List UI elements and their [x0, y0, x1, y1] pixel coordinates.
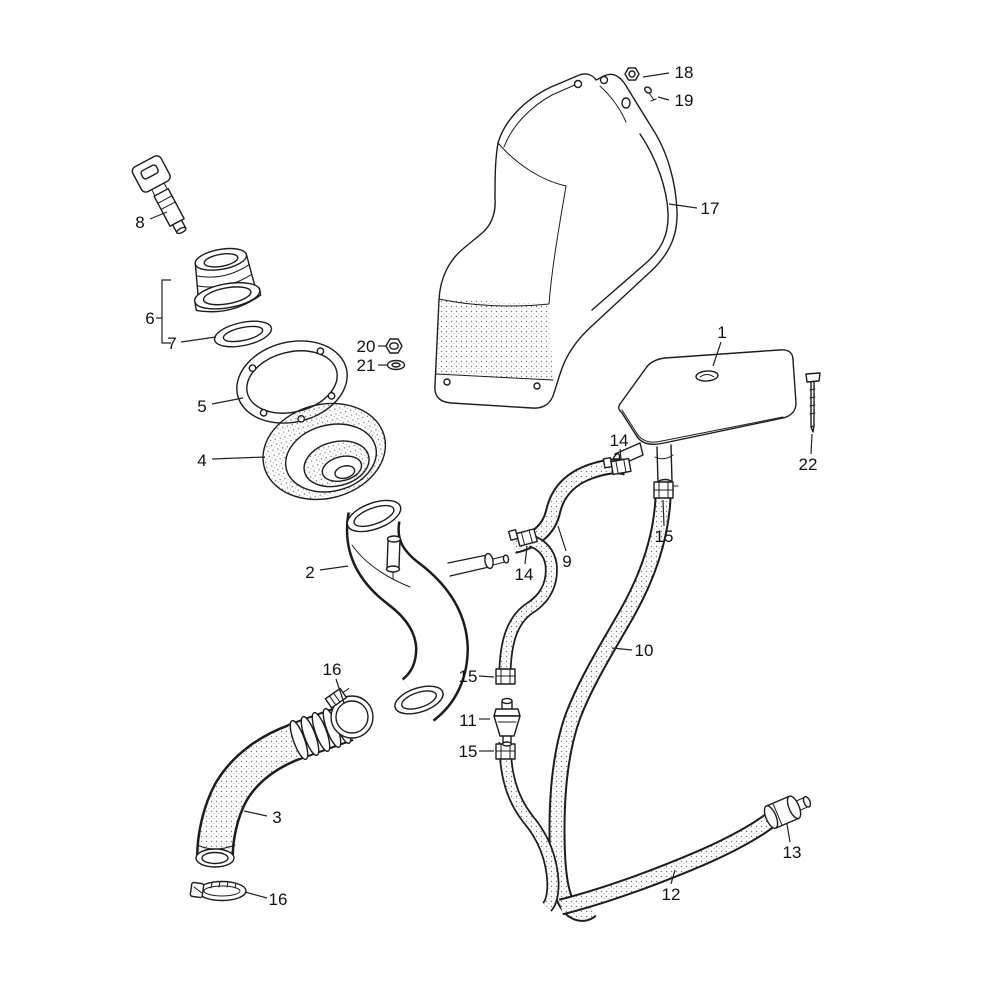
- leader-line-12: [670, 869, 676, 885]
- part-label-10: 10: [635, 641, 654, 660]
- leader-line-16: [244, 891, 268, 899]
- part-21-washer: [386, 359, 406, 371]
- part-label-5: 5: [197, 397, 206, 416]
- part-8-cap-key: [131, 155, 187, 235]
- part-22-bolt: [805, 372, 821, 433]
- part-label-2: 2: [305, 563, 314, 582]
- part-label-6: 6: [145, 309, 154, 328]
- part-6-cap: [193, 247, 262, 313]
- leader-line-14: [619, 448, 622, 460]
- part-label-8: 8: [135, 213, 144, 232]
- part-label-14: 14: [515, 565, 534, 584]
- part-20-nut: [385, 338, 403, 354]
- part-label-22: 22: [799, 455, 818, 474]
- bracket-6: [161, 279, 171, 344]
- part-15-clamp-c: [495, 743, 516, 760]
- part-15-clamp-b: [495, 668, 516, 685]
- valve-hose-lower: [498, 741, 560, 912]
- part-label-4: 4: [197, 451, 206, 470]
- part-3-corrugated-hose: [195, 703, 354, 868]
- part-16-clamp-band: [189, 880, 247, 902]
- part-13-connector: [763, 795, 812, 829]
- part-label-20: 20: [357, 337, 376, 356]
- part-10-long-hose: [548, 497, 672, 922]
- leader-line-14: [524, 545, 528, 565]
- part-label-15: 15: [459, 742, 478, 761]
- part-label-9: 9: [562, 552, 571, 571]
- leader-line-19: [657, 96, 670, 101]
- leader-line-9: [557, 525, 567, 552]
- leader-line-15: [662, 499, 665, 527]
- part-label-15: 15: [459, 667, 478, 686]
- part-14-clamp-b: [602, 457, 632, 476]
- part-label-17: 17: [701, 199, 720, 218]
- leader-line-3: [243, 810, 268, 817]
- part-label-13: 13: [783, 843, 802, 862]
- part-17-air-duct: [434, 73, 678, 409]
- part-label-18: 18: [675, 63, 694, 82]
- part-label-12: 12: [662, 885, 681, 904]
- part-19-screw: [643, 86, 657, 102]
- part-label-16: 16: [323, 660, 342, 679]
- part-label-1: 1: [717, 323, 726, 342]
- part-label-15: 15: [655, 527, 674, 546]
- leader-line-18: [642, 72, 670, 78]
- leader-line-17: [668, 203, 698, 209]
- leader-line-1: [712, 341, 722, 367]
- leader-line-4: [211, 456, 266, 460]
- part-11-valve: [493, 697, 521, 747]
- part-label-19: 19: [675, 91, 694, 110]
- part-7-seal-ring: [213, 320, 273, 348]
- part-2-intake-pipe: [345, 499, 510, 722]
- leader-line-8: [149, 211, 168, 220]
- part-label-16: 16: [269, 890, 288, 909]
- part-label-7: 7: [167, 334, 176, 353]
- leader-line-5: [211, 397, 244, 405]
- leader-line-15: [478, 675, 495, 678]
- leader-line-10: [611, 647, 633, 651]
- part-5-gasket: [236, 340, 348, 424]
- part-label-14: 14: [610, 431, 629, 450]
- part-label-3: 3: [272, 808, 281, 827]
- leader-line-7: [180, 336, 217, 343]
- part-1-reservoir: [611, 349, 797, 488]
- part-4-air-cleaner-cone: [262, 402, 387, 501]
- leader-line-16: [335, 678, 345, 704]
- part-12-hose: [558, 814, 775, 916]
- leader-line-2: [319, 565, 349, 571]
- part-label-11: 11: [459, 711, 477, 730]
- part-15-clamp-a: [653, 481, 679, 499]
- valve-hose-upper: [498, 534, 558, 671]
- part-label-21: 21: [357, 356, 376, 375]
- leader-line-22: [810, 433, 813, 455]
- leader-line-13: [786, 823, 791, 843]
- part-18-nut: [624, 67, 640, 81]
- part-14-clamp-a: [507, 528, 538, 547]
